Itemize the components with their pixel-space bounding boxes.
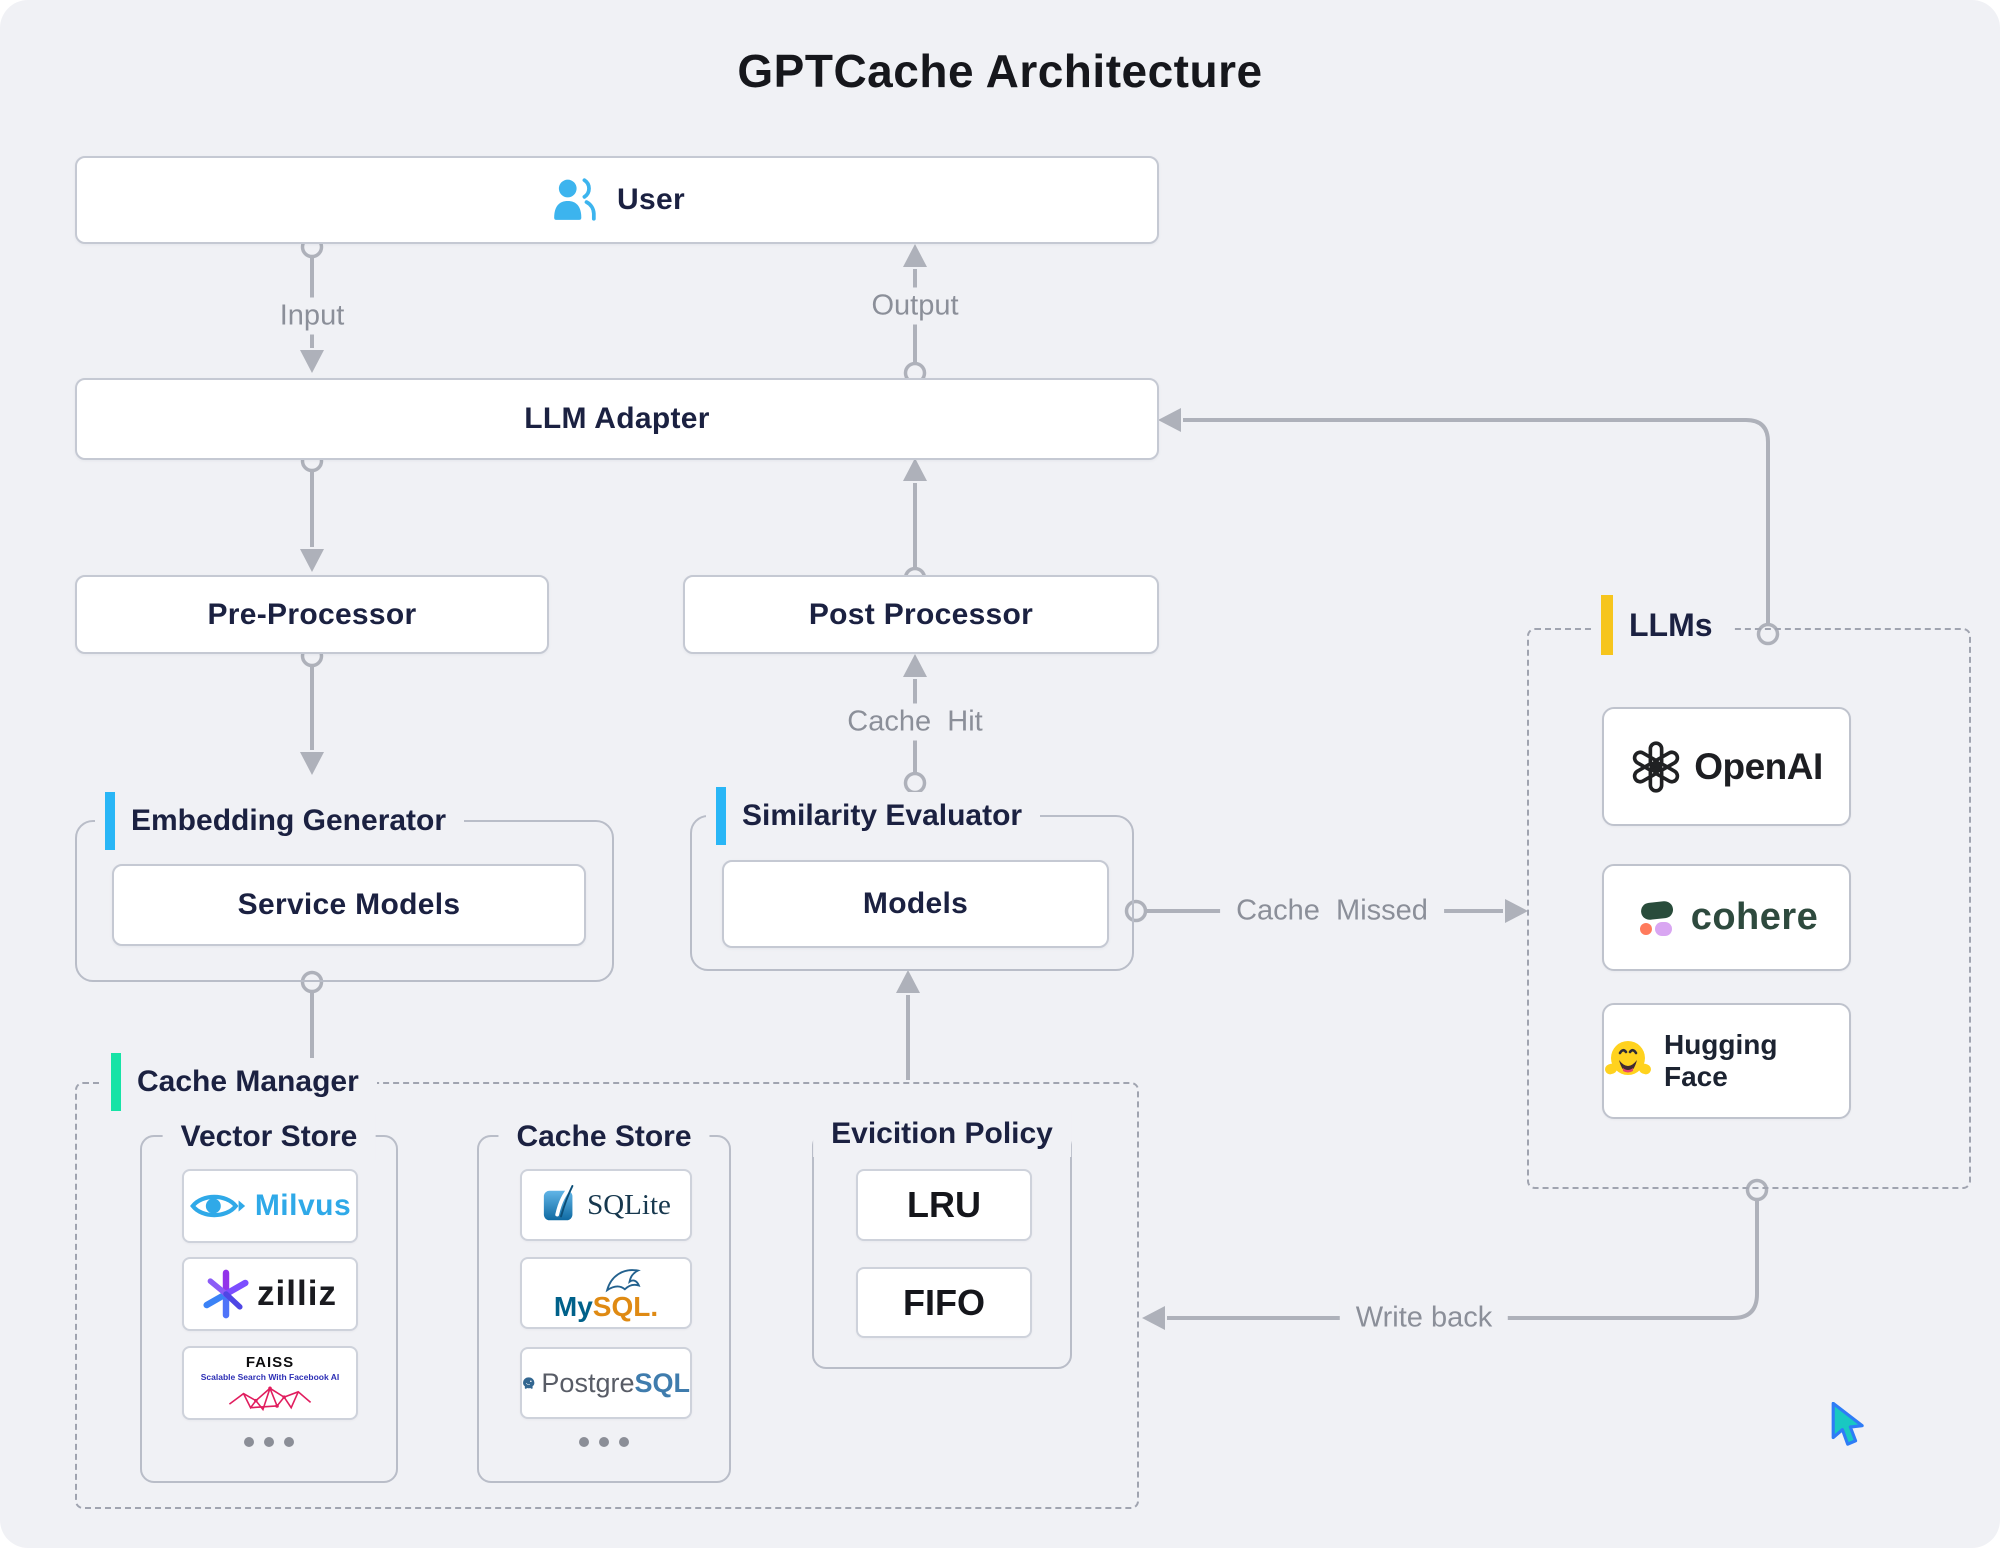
pre-processor-label: Pre-Processor [207,597,417,631]
edge-label-write-back: Write back [1339,1299,1509,1337]
cursor-icon [1831,1402,1864,1446]
cohere-label: cohere [1690,896,1819,938]
similarity-evaluator-label: Similarity Evaluator [742,799,1023,832]
cache-manager-group: Cache Manager Vector Store Milvus [75,1053,1139,1509]
vector-store-label: Vector Store [162,1114,376,1160]
cache-manager-label: Cache Manager [137,1065,359,1098]
fifo-card: FIFO [856,1267,1032,1338]
cache-manager-header: Cache Manager [101,1053,377,1111]
cohere-card: cohere [1602,864,1851,971]
post-processor-label: Post Processor [808,597,1034,631]
user-icon [554,178,596,221]
models-node: Models [722,860,1109,948]
cache-store-label: Cache Store [498,1114,710,1160]
edge-label-output: Output [855,287,975,325]
green-accent-bar-icon [111,1053,121,1111]
mysql-label-sql: SQL. [592,1291,659,1322]
faiss-network-icon [228,1386,312,1411]
embedding-generator-header: Embedding Generator [95,792,465,850]
zilliz-label: zilliz [257,1274,337,1313]
postgresql-label-sql: SQL [634,1367,690,1398]
postgresql-card: PostgreSQL [520,1347,692,1419]
llms-label: LLMs [1629,606,1713,643]
milvus-icon [189,1194,245,1218]
openai-card: OpenAI [1602,707,1851,826]
huggingface-icon [1605,1041,1651,1075]
sqlite-label: SQLite [587,1188,671,1221]
eviction-policy-group: Evicition Policy LRU FIFO [812,1111,1072,1369]
sqlite-card: SQLite [520,1169,692,1241]
fifo-label: FIFO [903,1281,985,1323]
pre-processor-node: Pre-Processor [75,575,549,654]
embedding-generator-group: Embedding Generator Service Models [75,792,614,982]
llms-header: LLMs [1591,595,1731,655]
faiss-label: FAISS [245,1353,295,1371]
zilliz-icon [203,1269,249,1319]
page-title: GPTCache Architecture [737,45,1263,97]
llm-adapter-label: LLM Adapter [524,402,710,435]
milvus-label: Milvus [254,1189,352,1222]
similarity-evaluator-header: Similarity Evaluator [706,787,1041,845]
openai-label: OpenAI [1694,745,1823,787]
huggingface-label: Hugging Face [1663,1029,1778,1092]
service-models-label: Service Models [237,888,461,921]
postgresql-icon [523,1377,535,1389]
faiss-subtitle: Scalable Search With Facebook AI [200,1371,340,1382]
user-node: User [75,156,1159,244]
mysql-dolphin-icon [605,1269,641,1293]
yellow-accent-bar-icon [1601,595,1613,655]
more-dots-icon [579,1437,629,1447]
edge-label-cache-hit: Cache Hit [831,703,999,741]
lru-card: LRU [856,1169,1032,1241]
more-dots-icon [244,1437,294,1447]
models-label: Models [862,887,969,920]
llm-adapter-node: LLM Adapter [75,378,1159,460]
postgresql-label-postgre: Postgre [541,1367,635,1398]
faiss-card: FAISS Scalable Search With Facebook AI [182,1346,358,1420]
llms-group: LLMs OpenAI cohere [1527,595,1971,1189]
service-models-node: Service Models [112,864,586,946]
embedding-generator-label: Embedding Generator [131,804,447,837]
zilliz-card: zilliz [182,1257,358,1331]
lru-label: LRU [907,1184,981,1225]
sqlite-icon [543,1185,574,1221]
user-label: User [617,183,685,216]
openai-icon [1633,740,1680,793]
faiss-logo: FAISS Scalable Search With Facebook AI [200,1353,340,1413]
mysql-logo: MySQL. [554,1265,658,1321]
eviction-policy-label: Evicition Policy [813,1111,1071,1157]
milvus-card: Milvus [182,1169,358,1243]
mysql-card: MySQL. [520,1257,692,1329]
huggingface-card: Hugging Face [1602,1003,1851,1119]
cyan-accent-bar-icon [716,787,726,845]
similarity-evaluator-group: Similarity Evaluator Models [690,787,1134,971]
vector-store-group: Vector Store Milvus [140,1114,398,1483]
post-processor-node: Post Processor [683,575,1159,654]
cache-store-group: Cache Store SQLite MySQL. [477,1114,731,1483]
edge-label-cache-missed: Cache Missed [1220,892,1444,930]
mysql-label-my: My [553,1291,593,1322]
edge-label-input: Input [263,297,361,335]
cohere-icon [1639,900,1673,936]
cyan-accent-bar-icon [105,792,115,850]
